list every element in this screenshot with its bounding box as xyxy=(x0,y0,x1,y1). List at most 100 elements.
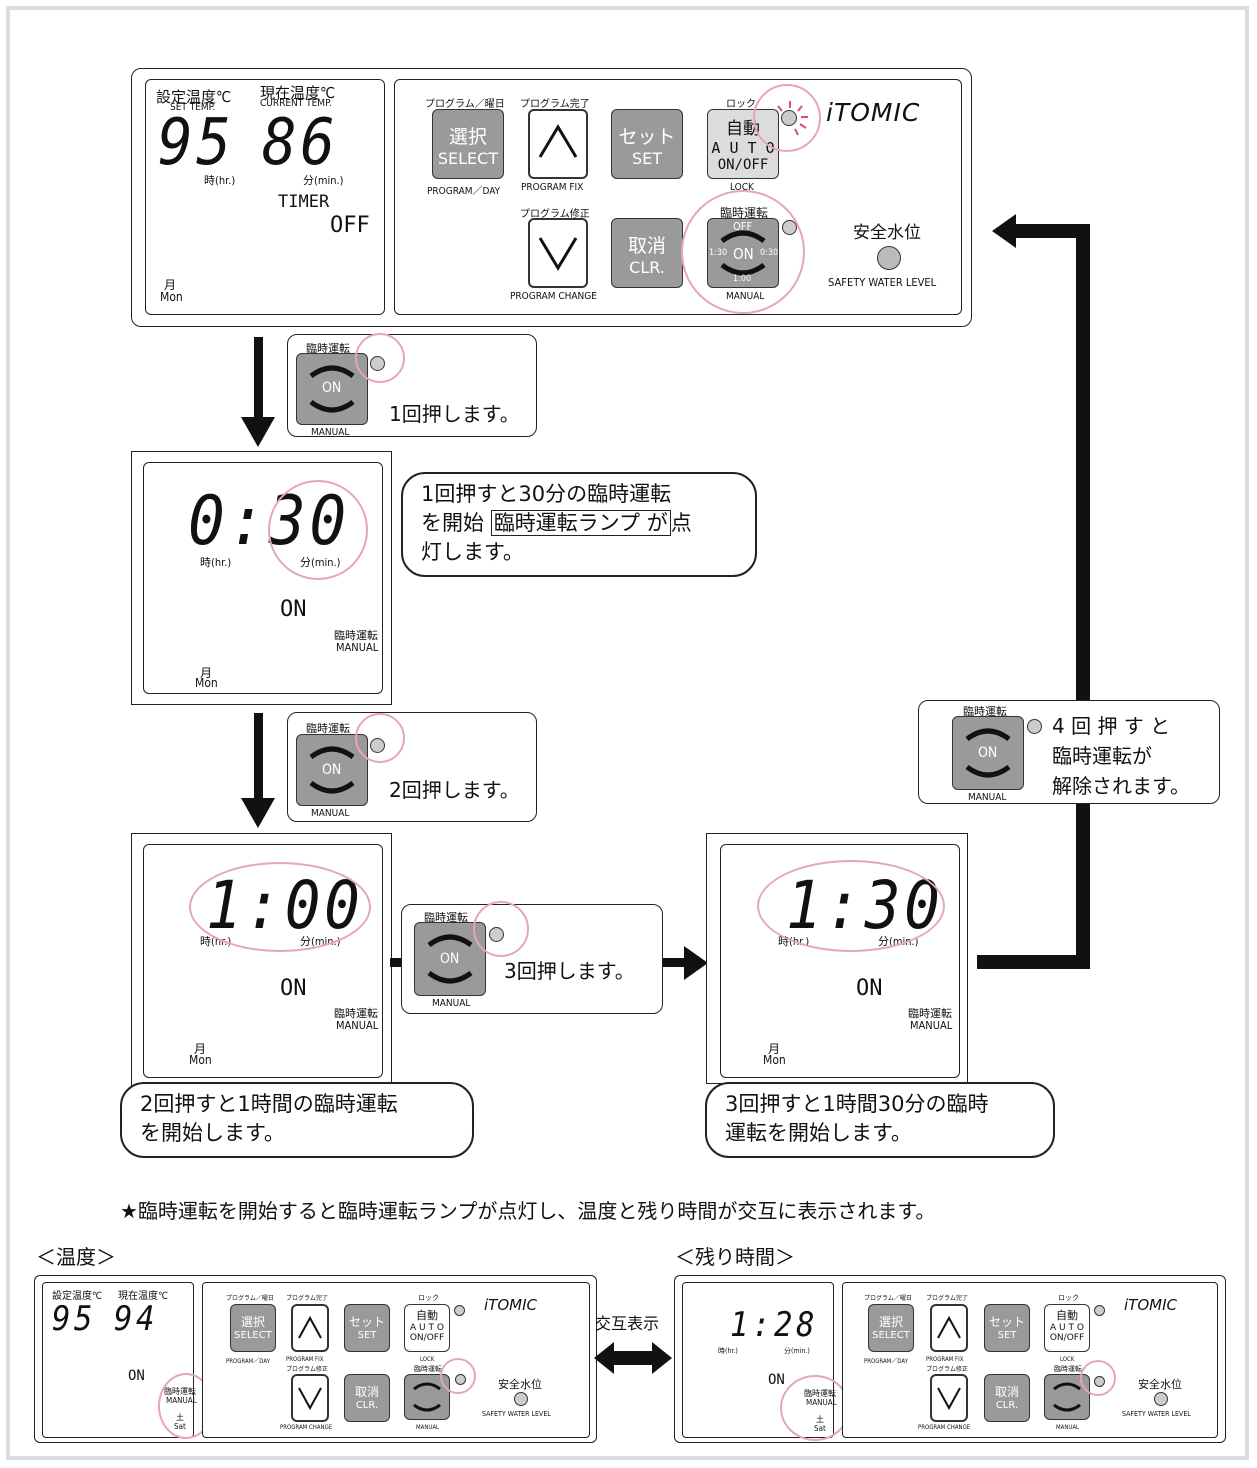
mini2-clr-jp: 取消 xyxy=(994,1385,1019,1399)
star-note: ★臨時運転を開始すると臨時運転ランプが点灯し、温度と残り時間が交互に表示されます… xyxy=(120,1199,936,1223)
manual-dial-icon xyxy=(309,365,355,413)
mini2-prog-change-bottom: PROGRAM CHANGE xyxy=(918,1424,971,1431)
press2-highlight xyxy=(355,713,405,763)
mini-set-value: 95 xyxy=(52,1299,97,1339)
mini-set-temp-label: 設定温度℃ xyxy=(52,1291,103,1302)
flow-arrow-1-shaft xyxy=(254,337,263,417)
clear-button[interactable]: 取消 CLR. xyxy=(611,218,683,288)
up-button[interactable] xyxy=(528,109,588,179)
note-2: 2回押すと1時間の臨時運転 を開始します。 xyxy=(120,1082,474,1158)
note-3-line1: 3回押すと1時間30分の臨時 xyxy=(725,1092,989,1116)
press4-manual-button[interactable] xyxy=(952,716,1024,790)
note-1-line2b: 点 xyxy=(670,511,692,535)
screen-3-day-jp: 月 xyxy=(768,1042,781,1056)
auto-jp: 自動 xyxy=(726,119,760,139)
program-day-bottom: PROGRAM／DAY xyxy=(427,186,501,197)
safety-jp: 安全水位 xyxy=(853,223,921,243)
mini2-auto-jp: 自動 xyxy=(1056,1309,1078,1322)
clr-en: CLR. xyxy=(629,258,665,277)
screen-2-day-jp: 月 xyxy=(194,1042,207,1056)
set-temp-value: 95 xyxy=(158,106,235,180)
select-button[interactable]: 選択 SELECT xyxy=(432,109,504,179)
mini-clr-jp: 取消 xyxy=(354,1385,379,1399)
up-arrow-icon xyxy=(937,1315,961,1339)
mini2-safety-en: SAFETY WATER LEVEL xyxy=(1122,1410,1191,1418)
mini2-prog-change-top: プログラム修正 xyxy=(926,1366,968,1373)
down-button[interactable] xyxy=(528,218,588,288)
mini-safety-jp: 安全水位 xyxy=(498,1378,542,1391)
flow-arrow-2-shaft xyxy=(254,713,263,798)
press4-line3: 解除されます。 xyxy=(1052,774,1190,798)
press2-manual-bottom: MANUAL xyxy=(311,808,350,819)
mini-prog-fix-top: プログラム完了 xyxy=(286,1295,328,1302)
press3-highlight xyxy=(473,901,529,957)
mini2-prog-fix-bottom: PROGRAM FIX xyxy=(926,1356,964,1363)
double-arrow-icon xyxy=(594,1342,672,1374)
note-1-line2a: を開始 xyxy=(421,511,491,535)
mini-up-button[interactable] xyxy=(291,1304,329,1352)
mini-down-button[interactable] xyxy=(291,1374,329,1422)
timer-label: TIMER xyxy=(278,192,330,212)
note-3-line2: 運転を開始します。 xyxy=(725,1121,912,1145)
mini2-prog-fix-top: プログラム完了 xyxy=(926,1295,968,1302)
lcd-display xyxy=(145,79,385,315)
auto-onoff: ON/OFF xyxy=(717,157,769,173)
set-button[interactable]: セット SET xyxy=(611,109,683,179)
set-jp: セット xyxy=(618,126,676,148)
mini-prog-fix-bottom: PROGRAM FIX xyxy=(286,1356,324,1363)
mini-lock-top: ロック xyxy=(418,1294,439,1302)
mini2-prog-day-bottom: PROGRAM／DAY xyxy=(864,1358,908,1365)
press3-manual-top: 臨時運転 xyxy=(424,911,468,924)
mini2-up-button[interactable] xyxy=(930,1304,968,1352)
mini-lock-lamp xyxy=(454,1305,465,1316)
manual-dial-icon xyxy=(427,934,473,984)
mini2-safety-jp: 安全水位 xyxy=(1138,1378,1182,1391)
temp-label: ＜温度＞ xyxy=(36,1245,116,1269)
auto-en: A U T O xyxy=(711,139,775,157)
mini-prog-change-bottom: PROGRAM CHANGE xyxy=(280,1424,333,1431)
mini2-lock-lamp xyxy=(1094,1305,1105,1316)
mini-safety-lamp xyxy=(514,1392,528,1406)
mini2-manual-highlight xyxy=(1080,1360,1116,1396)
mini-select-jp: 選択 xyxy=(240,1315,265,1329)
program-fix-bottom: PROGRAM FIX xyxy=(521,182,584,193)
mini2-brand-logo: iTOMIC xyxy=(1124,1296,1177,1314)
lock-bottom: LOCK xyxy=(730,182,754,193)
mini-cur-temp-label: 現在温度℃ xyxy=(118,1291,169,1302)
mini-manual-highlight xyxy=(440,1358,476,1394)
mini2-clr-en: CLR. xyxy=(995,1400,1019,1411)
mini-cur-value: 94 xyxy=(114,1299,159,1339)
mini2-lock-top: ロック xyxy=(1058,1294,1079,1302)
manual-dial-icon xyxy=(309,746,355,794)
mini2-select-en: SELECT xyxy=(872,1330,910,1341)
manual-highlight xyxy=(681,190,805,314)
screen-2-highlight xyxy=(189,862,371,952)
screen-2-on: ON xyxy=(280,976,307,1001)
alternate-label: 交互表示 xyxy=(595,1314,660,1333)
note-3: 3回押すと1時間30分の臨時 運転を開始します。 xyxy=(705,1082,1055,1158)
press1-dial-on: ON xyxy=(322,380,342,396)
lamp-burst-icon xyxy=(777,101,808,136)
press3-manual-bottom: MANUAL xyxy=(432,998,471,1009)
safety-lamp xyxy=(877,246,901,270)
return-arrow-vertical xyxy=(1076,224,1090,969)
mini2-down-button[interactable] xyxy=(930,1374,968,1422)
press4-lamp xyxy=(1027,719,1042,734)
mini2-set-jp: セット xyxy=(988,1315,1025,1329)
press4-manual-bottom: MANUAL xyxy=(968,792,1007,803)
lock-top: ロック xyxy=(726,99,756,110)
note-1-boxed: 臨時運転ランプ が xyxy=(490,510,671,536)
mini-brand-logo: iTOMIC xyxy=(484,1296,537,1314)
press2-text: 2回押します。 xyxy=(389,778,520,802)
flow-arrow-3-shaft xyxy=(660,958,686,967)
press2-manual-top: 臨時運転 xyxy=(306,722,350,735)
timer-state: OFF xyxy=(330,213,370,238)
